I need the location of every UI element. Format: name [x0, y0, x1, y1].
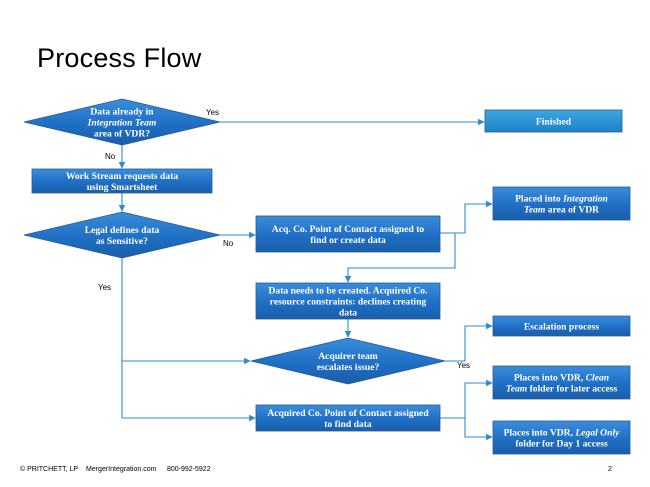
node-label-line: Data needs to be created. Acquired Co.	[269, 285, 428, 296]
node-label-line: as Sensitive?	[96, 236, 148, 247]
process-box	[255, 404, 441, 432]
node-label-line: Integration Team	[87, 117, 157, 128]
edge-label-yes: Yes	[98, 283, 111, 292]
node-label-line: Acq. Co. Point of Contact assigned to	[272, 224, 425, 235]
node-poc-find: Acquired Co. Point of Contact assignedto…	[255, 404, 441, 432]
process-box	[492, 186, 631, 221]
node-label-line: data	[339, 307, 357, 318]
node-label-line: Places into VDR, Legal Only	[504, 427, 620, 438]
process-box	[31, 168, 213, 194]
node-label-line: Team area of VDR	[524, 204, 600, 215]
node-label-line: area of VDR?	[94, 128, 150, 139]
connector-legal-sensitive-to-poc-find	[121, 361, 256, 422]
process-box	[492, 315, 631, 337]
connector-poc-find-create-to-data-created	[344, 233, 456, 283]
edge-label-yes: Yes	[457, 361, 470, 370]
footer-website: MergerIntegration.com	[86, 466, 157, 473]
edge-label-no: No	[223, 239, 234, 248]
node-label-line: Team folder for later access	[506, 383, 618, 394]
process-box	[492, 365, 631, 400]
node-label-line: Finished	[536, 116, 572, 127]
process-box	[484, 109, 623, 133]
node-poc-find-create: Acq. Co. Point of Contact assigned tofin…	[255, 215, 441, 253]
node-label-line: Places into VDR, Clean	[514, 372, 609, 383]
connector-legal-sensitive-to-escalates	[121, 258, 251, 365]
node-label-line: Acquired Co. Point of Contact assigned	[267, 408, 429, 419]
node-label-line: resource constraints: declines creating	[270, 296, 427, 307]
footer-copyright: © PRITCHETT, LP	[20, 466, 79, 473]
node-label-line: escalates issue?	[317, 362, 380, 373]
process-box	[255, 215, 441, 253]
connector-poc-find-to-clean-team	[440, 379, 493, 419]
decision-diamond	[23, 211, 221, 259]
node-label-line: Data already in	[90, 106, 154, 117]
node-label-line: Work Stream requests data	[66, 171, 179, 182]
footer-phone: 800-992-5922	[167, 466, 211, 473]
connector-poc-find-to-legal-only	[464, 418, 493, 441]
node-label-line: Escalation process	[524, 321, 600, 332]
node-label-line: Acquirer team	[318, 351, 378, 362]
process-box	[255, 282, 441, 320]
decision-diamond	[250, 337, 446, 385]
node-label-line: Placed into Integration	[515, 193, 608, 204]
edge-label-no: No	[105, 152, 116, 161]
connector-escalates-to-escalation	[445, 322, 493, 362]
page-number: 2	[608, 466, 612, 473]
node-label-line: to find data	[324, 419, 372, 430]
page-title: Process Flow	[37, 43, 202, 73]
process-box	[492, 420, 631, 455]
node-label-line: Legal defines data	[85, 225, 160, 236]
node-finished: Finished	[484, 109, 623, 133]
decision-diamond	[23, 98, 221, 146]
connector-poc-find-create-to-placed-integration	[440, 200, 493, 234]
node-label-line: using Smartsheet	[87, 182, 158, 193]
node-label-line: find or create data	[310, 235, 386, 246]
node-escalation: Escalation process	[492, 315, 631, 337]
node-data-created: Data needs to be created. Acquired Co.re…	[255, 282, 441, 320]
node-label-line: folder for Day 1 access	[515, 438, 608, 449]
edge-label-yes: Yes	[206, 108, 219, 117]
